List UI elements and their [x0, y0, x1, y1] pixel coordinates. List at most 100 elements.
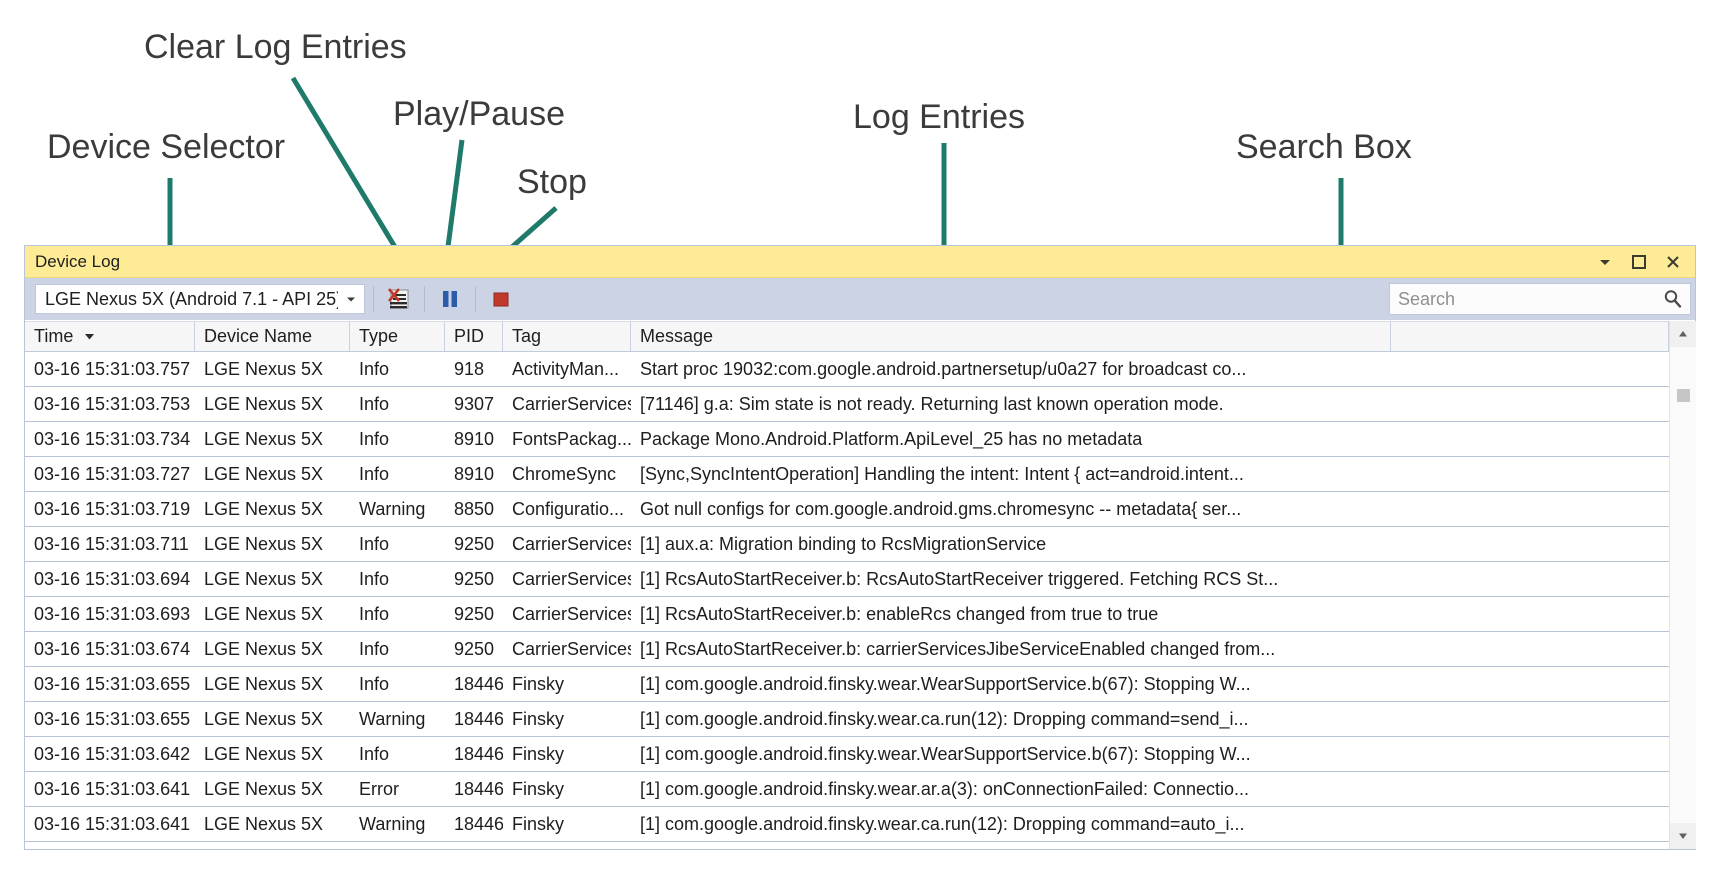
cell-message: [1] RcsAutoStartReceiver.b: carrierServi… — [640, 638, 1276, 659]
cell-message: [1] com.google.android.finsky.wear.WearS… — [640, 743, 1251, 764]
scroll-down-arrow-icon[interactable] — [1669, 823, 1696, 849]
column-header-message[interactable]: Message — [631, 322, 1391, 351]
sort-desc-icon — [83, 330, 96, 343]
toolbar-separator — [424, 286, 425, 312]
clear-log-button[interactable] — [382, 283, 416, 315]
cell-time: 03-16 15:31:03.655 — [34, 673, 191, 694]
cell-device-name: LGE Nexus 5X — [204, 358, 324, 379]
cell-tag: CarrierServices — [512, 393, 631, 414]
cell-time: 03-16 15:31:03.655 — [34, 708, 191, 729]
scroll-up-arrow-icon[interactable] — [1669, 321, 1696, 347]
cell-tag: FontsPackag... — [512, 428, 631, 449]
cell-time: 03-16 15:31:03.641 — [34, 813, 191, 834]
cell-pid: 9307 — [454, 393, 495, 414]
cell-type: Info — [359, 463, 390, 484]
cell-tag: ActivityMan... — [512, 358, 620, 379]
cell-message: [1] com.google.android.finsky.wear.ar.a(… — [640, 778, 1250, 799]
cell-tag: CarrierServices — [512, 533, 631, 554]
cell-type: Warning — [359, 708, 426, 729]
toolbar-separator — [475, 286, 476, 312]
log-entries-grid: Time Device Name Type PID Tag Message — [25, 321, 1696, 849]
cell-type: Info — [359, 428, 390, 449]
pause-icon — [443, 291, 457, 307]
column-header-filler[interactable] — [1391, 322, 1669, 351]
cell-tag: Finsky — [512, 778, 565, 799]
cell-type: Info — [359, 533, 390, 554]
device-selector-combobox[interactable]: LGE Nexus 5X (Android 7.1 - API 25) — [35, 284, 365, 314]
device-selector-value: LGE Nexus 5X (Android 7.1 - API 25) — [45, 288, 338, 309]
search-box[interactable] — [1389, 283, 1691, 315]
cell-device-name: LGE Nexus 5X — [204, 673, 324, 694]
cell-time: 03-16 15:31:03.734 — [34, 428, 191, 449]
cell-pid: 9250 — [454, 533, 495, 554]
toolbar-separator — [373, 286, 374, 312]
annotation-clear-log-entries: Clear Log Entries — [144, 28, 407, 66]
cell-time: 03-16 15:31:03.727 — [34, 463, 191, 484]
vertical-scrollbar[interactable] — [1669, 321, 1696, 849]
device-log-window: Device Log — [24, 245, 1696, 850]
cell-pid: 18446 — [454, 778, 503, 799]
grid-header-row: Time Device Name Type PID Tag Message — [25, 321, 1669, 352]
cell-time: 03-16 15:31:03.711 — [34, 533, 189, 554]
window-dropdown-icon[interactable] — [1595, 252, 1615, 272]
annotation-search-box: Search Box — [1236, 128, 1412, 166]
chevron-down-icon[interactable] — [338, 293, 364, 305]
cell-message: [1] aux.a: Migration binding to RcsMigra… — [640, 533, 1047, 554]
play-pause-button[interactable] — [433, 283, 467, 315]
cell-type: Info — [359, 638, 390, 659]
cell-type: Info — [359, 393, 390, 414]
cell-device-name: LGE Nexus 5X — [204, 708, 324, 729]
clear-log-icon — [388, 288, 409, 309]
device-log-toolbar: LGE Nexus 5X (Android 7.1 - API 25) — [25, 278, 1695, 320]
cell-type: Warning — [359, 498, 426, 519]
column-header-type[interactable]: Type — [350, 322, 445, 351]
grid-main: Time Device Name Type PID Tag Message — [25, 321, 1669, 849]
column-header-time[interactable]: Time — [25, 322, 195, 351]
cell-type: Info — [359, 603, 390, 624]
stop-button[interactable] — [484, 283, 518, 315]
window-controls — [1595, 252, 1689, 272]
search-input[interactable] — [1390, 287, 1656, 311]
cell-message: Package Mono.Android.Platform.ApiLevel_2… — [640, 428, 1143, 449]
cell-pid: 18446 — [454, 708, 503, 729]
cell-device-name: LGE Nexus 5X — [204, 778, 324, 799]
cell-type: Info — [359, 673, 390, 694]
search-icon[interactable] — [1656, 284, 1690, 314]
annotation-log-entries: Log Entries — [853, 98, 1025, 136]
cell-time: 03-16 15:31:03.757 — [34, 358, 191, 379]
cell-time: 03-16 15:31:03.674 — [34, 638, 191, 659]
scrollbar-track[interactable] — [1669, 347, 1696, 823]
cell-message: [1] RcsAutoStartReceiver.b: RcsAutoStart… — [640, 568, 1279, 589]
scrollbar-thumb[interactable] — [1676, 389, 1690, 402]
cell-tag: Finsky — [512, 743, 565, 764]
column-header-time-label: Time — [34, 326, 74, 346]
column-header-pid[interactable]: PID — [445, 322, 503, 351]
cell-time: 03-16 15:31:03.694 — [34, 568, 191, 589]
cell-device-name: LGE Nexus 5X — [204, 428, 324, 449]
cell-pid: 9250 — [454, 638, 495, 659]
cell-tag: Finsky — [512, 708, 565, 729]
table-row[interactable]: 03-16 15:31:03.655 LGE Nexus 5X Warning 184… — [25, 702, 1669, 737]
column-header-tag[interactable]: Tag — [503, 322, 631, 351]
window-maximize-icon[interactable] — [1629, 252, 1649, 272]
cell-time: 03-16 15:31:03.642 — [34, 743, 191, 764]
cell-pid: 9250 — [454, 603, 495, 624]
column-header-device-name[interactable]: Device Name — [195, 322, 350, 351]
cell-device-name: LGE Nexus 5X — [204, 463, 324, 484]
window-close-icon[interactable] — [1663, 252, 1683, 272]
cell-message: [Sync,SyncIntentOperation] Handling the … — [640, 463, 1244, 484]
